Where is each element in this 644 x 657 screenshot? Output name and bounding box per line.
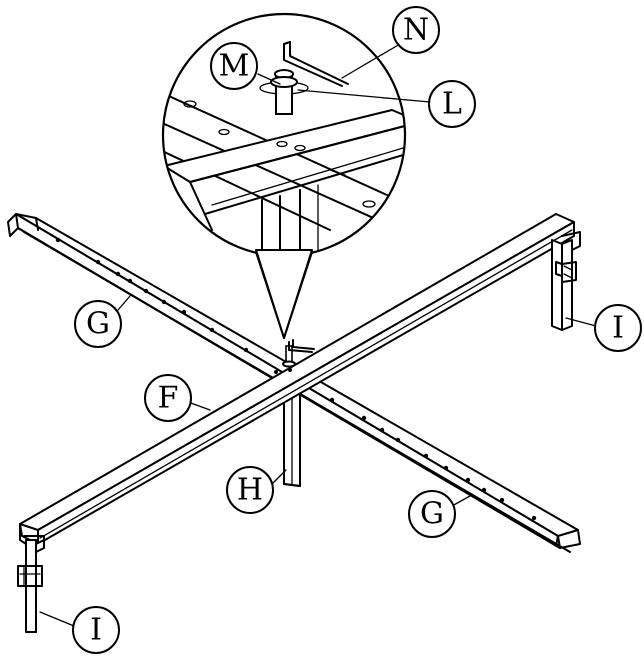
callout-label-m: M <box>219 49 250 84</box>
callout-i-right: I <box>594 304 642 352</box>
callout-label-l: L <box>442 87 462 122</box>
callout-g-left: G <box>74 300 122 348</box>
callout-label-f: F <box>158 381 179 416</box>
callout-label-n: N <box>403 13 429 48</box>
leader-m <box>257 73 281 85</box>
leader-l <box>297 89 431 103</box>
callout-h: H <box>226 466 274 514</box>
left-leg-i <box>17 523 45 633</box>
leader-i-left <box>39 611 75 627</box>
leader-f <box>187 401 211 411</box>
callout-l: L <box>428 80 476 128</box>
callout-label-i-right: I <box>612 311 624 346</box>
callout-i-left: I <box>72 606 120 654</box>
leader-i-right <box>565 317 597 327</box>
leader-g-left <box>117 295 131 311</box>
right-leg-i <box>551 231 581 331</box>
rail-g-holes <box>55 237 537 521</box>
callout-f: F <box>144 374 192 422</box>
callout-label-g-right: G <box>420 497 444 532</box>
rail-f-holes <box>274 368 292 374</box>
center-leg-h <box>283 391 301 487</box>
callout-n: N <box>392 6 440 54</box>
callout-g-right: G <box>408 490 456 538</box>
callout-m: M <box>210 42 258 90</box>
leader-g-right <box>451 495 471 507</box>
main-rail-f <box>19 213 575 545</box>
callout-label-g-left: G <box>86 307 110 342</box>
callout-label-i-left: I <box>90 613 102 648</box>
leader-n <box>341 43 401 79</box>
callout-label-h: H <box>237 473 263 508</box>
center-bolt-assembly <box>282 339 315 368</box>
detail-magnifier <box>161 12 407 339</box>
